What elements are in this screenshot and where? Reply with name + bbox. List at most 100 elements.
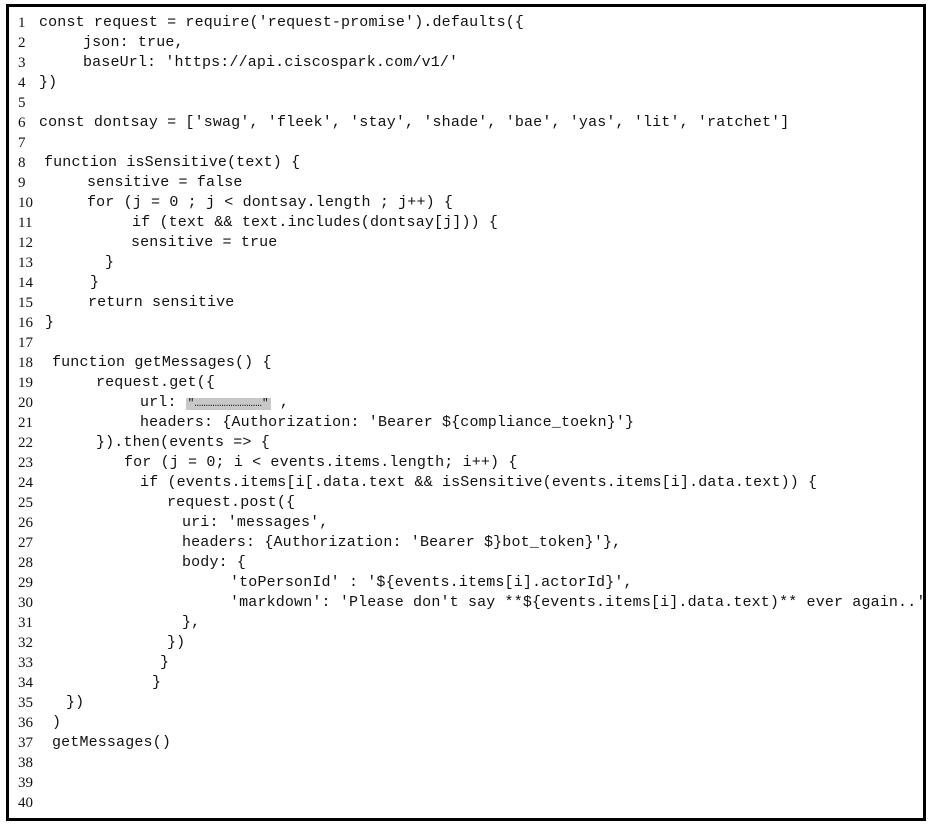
code-text: sensitive = true bbox=[131, 234, 278, 251]
line-number: 39 bbox=[18, 775, 33, 791]
code-text-container: }).then(events => { bbox=[96, 433, 270, 453]
line-number: 33 bbox=[18, 655, 33, 671]
code-text-container: for (j = 0; i < events.items.length; i++… bbox=[124, 453, 518, 473]
code-text: } bbox=[45, 314, 55, 331]
code-text: headers: {Authorization: 'Bearer ${compl… bbox=[140, 414, 635, 431]
line-number: 19 bbox=[18, 375, 33, 391]
code-text: } bbox=[160, 654, 170, 671]
code-text: for (j = 0 ; j < dontsay.length ; j++) { bbox=[87, 194, 454, 211]
code-text: const dontsay = ['swag', 'fleek', 'stay'… bbox=[39, 114, 790, 131]
code-text-container: headers: {Authorization: 'Bearer $}bot_t… bbox=[182, 533, 621, 553]
code-text-container: url: "…………………………" , bbox=[140, 393, 289, 414]
line-number: 13 bbox=[18, 255, 33, 271]
code-text-container: }) bbox=[66, 693, 84, 713]
code-text: } bbox=[152, 674, 162, 691]
code-text-container: } bbox=[105, 253, 114, 273]
line-number: 22 bbox=[18, 435, 33, 451]
code-text: for (j = 0; i < events.items.length; i++… bbox=[124, 454, 518, 471]
code-text-container: } bbox=[152, 673, 161, 693]
code-text: uri: 'messages', bbox=[182, 514, 329, 531]
line-number: 15 bbox=[18, 295, 33, 311]
code-text-container: if (events.items[i[.data.text && isSensi… bbox=[140, 473, 817, 493]
line-number: 24 bbox=[18, 475, 33, 491]
code-text: } bbox=[90, 274, 100, 291]
code-text: return sensitive bbox=[88, 294, 235, 311]
line-number: 32 bbox=[18, 635, 33, 651]
line-number: 21 bbox=[18, 415, 33, 431]
code-text: baseUrl: 'https://api.ciscospark.com/v1/… bbox=[83, 54, 459, 71]
line-number: 40 bbox=[18, 795, 33, 811]
code-text-container: json: true, bbox=[83, 33, 184, 53]
code-text-container: ) bbox=[52, 713, 61, 733]
line-number: 8 bbox=[18, 155, 26, 171]
code-text: }).then(events => { bbox=[96, 434, 270, 451]
line-number: 9 bbox=[18, 175, 26, 191]
code-text: body: { bbox=[182, 554, 247, 571]
code-text: const request = require('request-promise… bbox=[39, 14, 525, 31]
line-number: 26 bbox=[18, 515, 33, 531]
line-number: 27 bbox=[18, 535, 33, 551]
code-text-container: }, bbox=[182, 613, 200, 633]
code-text: sensitive = false bbox=[87, 174, 243, 191]
code-text-container: if (text && text.includes(dontsay[j])) { bbox=[132, 213, 498, 233]
code-text-container: }) bbox=[39, 73, 57, 93]
code-text-container: request.post({ bbox=[167, 493, 295, 513]
line-number: 23 bbox=[18, 455, 33, 471]
line-number: 29 bbox=[18, 575, 33, 591]
line-number: 31 bbox=[18, 615, 33, 631]
code-text: url: bbox=[140, 394, 186, 411]
code-text: getMessages() bbox=[52, 734, 171, 751]
line-number: 6 bbox=[18, 115, 26, 131]
code-text-container: sensitive = false bbox=[87, 173, 243, 193]
code-text-container: request.get({ bbox=[96, 373, 215, 393]
line-number: 30 bbox=[18, 595, 33, 611]
code-text-suffix: , bbox=[270, 394, 290, 411]
code-text-container: function getMessages() { bbox=[52, 353, 272, 373]
line-number: 5 bbox=[18, 95, 26, 111]
line-number: 14 bbox=[18, 275, 33, 291]
code-text: }) bbox=[39, 74, 58, 91]
code-text-container: sensitive = true bbox=[131, 233, 277, 253]
code-text-container: } bbox=[160, 653, 169, 673]
code-listing-frame bbox=[6, 4, 926, 821]
line-number: 1 bbox=[18, 15, 26, 31]
line-number: 2 bbox=[18, 35, 26, 51]
line-number: 35 bbox=[18, 695, 33, 711]
code-text: } bbox=[105, 254, 115, 271]
line-number: 4 bbox=[18, 75, 26, 91]
code-text: if (events.items[i[.data.text && isSensi… bbox=[140, 474, 818, 491]
code-text-container: baseUrl: 'https://api.ciscospark.com/v1/… bbox=[83, 53, 458, 73]
code-text-container: getMessages() bbox=[52, 733, 171, 753]
line-number: 16 bbox=[18, 315, 33, 331]
code-text-container: headers: {Authorization: 'Bearer ${compl… bbox=[140, 413, 634, 433]
code-text: if (text && text.includes(dontsay[j])) { bbox=[132, 214, 499, 231]
code-text-container: 'toPersonId' : '${events.items[i].actorI… bbox=[230, 573, 633, 593]
line-number: 34 bbox=[18, 675, 33, 691]
line-number: 36 bbox=[18, 715, 33, 731]
code-text-container: uri: 'messages', bbox=[182, 513, 328, 533]
code-text-container: return sensitive bbox=[88, 293, 234, 313]
line-number: 11 bbox=[18, 215, 33, 231]
line-number: 3 bbox=[18, 55, 26, 71]
code-text-container: const request = require('request-promise… bbox=[39, 13, 524, 33]
code-text-container: function isSensitive(text) { bbox=[44, 153, 300, 173]
code-text: ) bbox=[52, 714, 62, 731]
code-text-container: 'markdown': 'Please don't say **${events… bbox=[230, 593, 926, 613]
line-number: 7 bbox=[18, 135, 26, 151]
line-number: 37 bbox=[18, 735, 33, 751]
code-text: function getMessages() { bbox=[52, 354, 272, 371]
code-text: }, bbox=[182, 614, 201, 631]
line-number: 17 bbox=[18, 335, 33, 351]
code-text: json: true, bbox=[83, 34, 184, 51]
line-number: 28 bbox=[18, 555, 33, 571]
code-text: 'markdown': 'Please don't say **${events… bbox=[230, 594, 926, 611]
line-number: 38 bbox=[18, 755, 33, 771]
line-number: 12 bbox=[18, 235, 33, 251]
code-text-container: for (j = 0 ; j < dontsay.length ; j++) { bbox=[87, 193, 453, 213]
code-text-container: } bbox=[45, 313, 54, 333]
code-text-container: }) bbox=[167, 633, 185, 653]
code-text-container: body: { bbox=[182, 553, 246, 573]
line-number: 18 bbox=[18, 355, 33, 371]
code-text: function isSensitive(text) { bbox=[44, 154, 301, 171]
code-text: request.post({ bbox=[167, 494, 296, 511]
